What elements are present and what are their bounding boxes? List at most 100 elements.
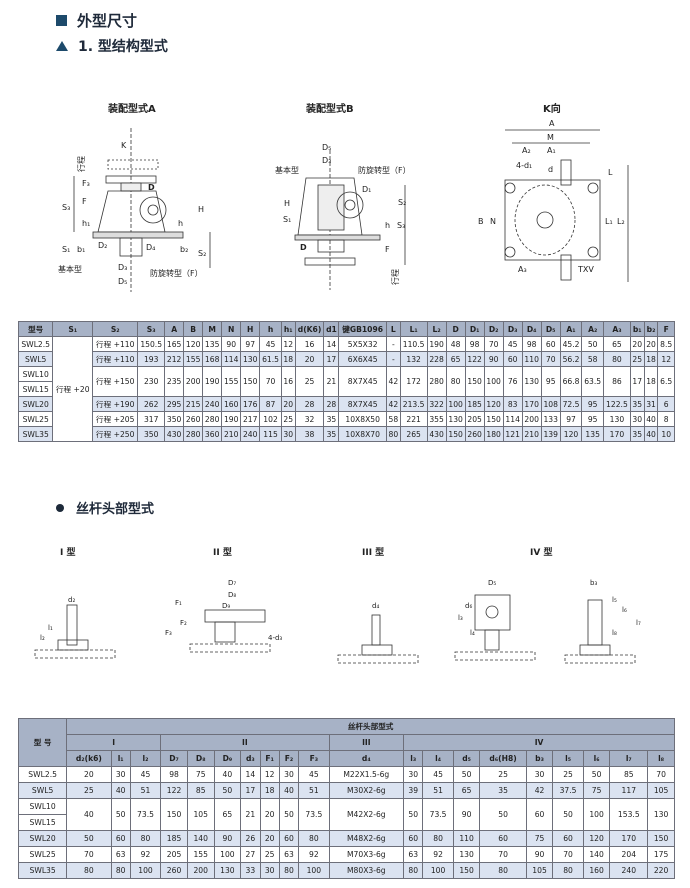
column-header: D₃: [502, 321, 523, 337]
value-cell: 295: [164, 396, 185, 412]
column-header: S₁: [52, 321, 94, 337]
label-k: K: [121, 141, 127, 150]
model-cell: SWL10: [17, 798, 68, 815]
value-cell: M48X2-6g: [328, 830, 405, 847]
value-cell: 80: [422, 830, 454, 847]
value-cell: 150: [483, 411, 504, 427]
value-cell: 90: [213, 830, 242, 847]
value-cell: 76: [502, 366, 523, 397]
value-cell: 行程 +110: [92, 336, 139, 352]
value-cell: 45: [298, 766, 330, 783]
value-cell: 160: [582, 862, 611, 879]
value-cell: 45: [422, 766, 454, 783]
label-b2: b₂: [180, 245, 188, 254]
column-header: F₁: [259, 750, 280, 767]
value-cell: 122.5: [602, 396, 631, 412]
value-cell: 140: [186, 830, 215, 847]
value-cell: 139: [540, 426, 561, 442]
value-cell: 170: [521, 396, 542, 412]
value-cell: 122: [464, 351, 485, 367]
label-s1: S₁: [62, 245, 70, 254]
value-cell: 45.2: [559, 336, 583, 352]
value-cell: 150: [464, 366, 485, 397]
value-cell: 80: [110, 862, 131, 879]
value-cell: 8: [657, 411, 675, 427]
label-h1: h₁: [82, 219, 90, 228]
value-cell: 117: [609, 782, 649, 799]
model-cell: SWL5: [17, 782, 68, 799]
value-cell: 350: [164, 411, 185, 427]
label-h: h: [385, 221, 390, 230]
value-cell: 190: [221, 411, 242, 427]
header-row: 型 号丝杆头部型式: [17, 718, 675, 767]
value-cell: 40: [278, 782, 300, 799]
value-cell: 228: [426, 351, 447, 367]
value-cell: 60: [525, 798, 554, 831]
value-cell: M42X2-6g: [328, 798, 405, 831]
label: b₃: [590, 579, 597, 587]
value-cell: 135: [581, 426, 604, 442]
value-cell: 45: [129, 766, 162, 783]
triangle-bullet-icon: [56, 41, 68, 51]
label: F₁: [175, 599, 182, 607]
value-cell: 35: [629, 396, 645, 412]
value-cell: 8X7X45: [338, 366, 387, 397]
value-cell: 204: [609, 846, 649, 863]
value-cell: 12: [280, 336, 296, 352]
value-cell: 260: [183, 411, 204, 427]
label-d3: D₃: [118, 263, 127, 272]
value-cell: 10: [657, 426, 675, 442]
value-cell: 40: [110, 782, 131, 799]
value-cell: 6.5: [657, 366, 675, 397]
column-header: S₂: [92, 321, 139, 337]
value-cell: 150: [647, 830, 675, 847]
value-cell: 18: [643, 366, 659, 397]
value-cell: -: [385, 351, 401, 367]
value-cell: 40: [643, 426, 659, 442]
value-cell: 30: [259, 862, 280, 879]
value-cell: 28: [323, 396, 340, 412]
value-cell: 205: [464, 411, 485, 427]
value-cell: 60: [479, 830, 527, 847]
value-cell: 80: [298, 830, 330, 847]
value-cell: 150: [240, 366, 261, 397]
value-cell: 114: [502, 411, 523, 427]
column-header: d₆(H8): [479, 750, 527, 767]
value-cell: 63.5: [581, 366, 604, 397]
value-cell: 80: [66, 862, 112, 879]
value-cell: 95: [540, 366, 561, 397]
label: l₇: [636, 619, 641, 627]
label-stroke: 行程: [390, 269, 400, 285]
value-cell: 200: [183, 366, 204, 397]
value-cell: 130: [521, 366, 542, 397]
column-header: d₄: [328, 750, 405, 767]
value-cell: 98: [464, 336, 485, 352]
value-cell: 51: [129, 782, 162, 799]
value-cell: 130: [213, 862, 242, 879]
value-cell: 185: [160, 830, 188, 847]
value-cell: 90: [525, 846, 554, 863]
value-cell: 100: [422, 862, 454, 879]
value-cell: 20: [629, 336, 645, 352]
label: l₁: [48, 624, 53, 632]
value-cell: 200: [186, 862, 215, 879]
value-cell: 60: [540, 336, 561, 352]
label-f: F: [82, 197, 87, 206]
value-cell: 100: [582, 798, 611, 831]
value-cell: 92: [129, 846, 162, 863]
value-cell: 200: [521, 411, 542, 427]
k-direction-view: K向 A M A₂ A₁ 4-d₁ d L B N L₁ L₂ A₃ TXV: [478, 102, 629, 282]
value-cell: 40: [66, 798, 112, 831]
column-header: H: [240, 321, 261, 337]
value-cell: 63: [403, 846, 424, 863]
column-header: b₃: [525, 750, 554, 767]
label-basic: 基本型: [275, 165, 299, 175]
